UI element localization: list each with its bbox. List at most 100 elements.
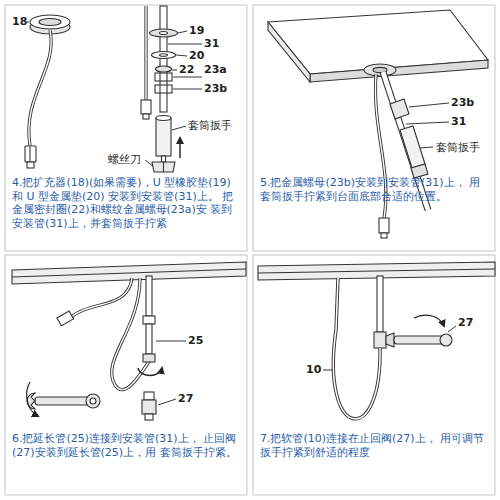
illustration-line <box>409 103 449 107</box>
illustration-path <box>386 333 394 347</box>
panel-1-art <box>25 6 178 172</box>
illustration-path <box>112 278 150 390</box>
callout-number: 10 <box>306 363 321 377</box>
illustration-ellipse <box>30 15 70 29</box>
illustration-ellipse <box>150 29 178 37</box>
illustration-ellipse <box>152 52 176 59</box>
panel-3-art <box>12 262 246 420</box>
illustration-path <box>29 30 51 146</box>
illustration-line <box>166 73 167 81</box>
illustration-rect <box>155 73 172 81</box>
illustration-line <box>156 341 186 342</box>
illustration-rect <box>146 324 152 354</box>
illustration-line <box>323 370 333 371</box>
panel-4-leaders <box>323 326 456 370</box>
illustration-path <box>144 6 147 100</box>
illustration-rect <box>142 400 156 414</box>
panel-2-art <box>268 10 488 238</box>
illustration-rect <box>25 146 36 162</box>
illustration-line <box>173 89 202 90</box>
illustration-line <box>158 399 176 405</box>
illustration-polygon <box>310 60 488 82</box>
illustration-path <box>333 278 380 419</box>
illustration-path <box>152 162 175 172</box>
illustration-line <box>420 147 433 148</box>
illustration-line <box>406 122 449 124</box>
illustration-line <box>168 44 202 45</box>
illustration-path <box>112 278 150 390</box>
illustration-rect <box>253 5 495 251</box>
illustration-ellipse <box>156 66 172 72</box>
callout-number: 23b <box>451 96 474 110</box>
illustration-rect <box>381 233 387 238</box>
illustration-rect <box>155 85 172 93</box>
illustration-ellipse <box>156 116 171 121</box>
illustration-rect <box>377 276 383 332</box>
callout-number: 22 <box>179 63 194 77</box>
illustration-rect <box>143 354 155 362</box>
illustration-ellipse <box>39 19 61 26</box>
illustration-line <box>159 85 160 93</box>
illustration-polygon <box>390 99 409 119</box>
illustration-rect <box>253 255 495 495</box>
panel-1-leaders <box>27 22 202 166</box>
illustration-path <box>70 278 132 318</box>
panel-frames <box>5 5 495 495</box>
illustration-line <box>176 55 187 56</box>
illustration-rect <box>145 414 153 420</box>
illustration-path <box>414 315 444 326</box>
illustration-rect <box>156 118 171 156</box>
step-caption: 4.把扩充器(18)(如果需要)，U 型橡胶垫(19) 和 U 型金属垫(20)… <box>12 176 242 230</box>
illustration-line <box>179 138 180 158</box>
illustration-polygon <box>268 22 310 82</box>
illustration-circle <box>440 334 452 346</box>
illustration-path <box>383 72 428 210</box>
illustration-rect <box>57 311 74 326</box>
step-caption: 6.把延长管(25)连接到安装管(31)上， 止回阀(27)安装到延长管(25)… <box>12 432 242 459</box>
illustration-line <box>166 85 167 93</box>
illustration-polygon <box>12 262 246 284</box>
illustration-path <box>333 278 380 419</box>
illustration-line <box>448 326 456 332</box>
callout-number: 18 <box>12 15 27 29</box>
illustration-rect <box>143 114 149 119</box>
illustration-path <box>138 368 162 376</box>
illustration-rect <box>374 332 386 348</box>
illustration-rect <box>146 276 152 316</box>
illustration-line <box>29 147 30 161</box>
callout-number: 23b <box>204 82 227 96</box>
panel-4-art <box>258 262 495 419</box>
illustration-rect <box>5 255 247 495</box>
illustration-line <box>173 77 202 78</box>
step-caption: 5.把金属螺母(23b)安装到安装管(31)上， 用套筒扳手拧紧到台面底部合适的… <box>260 176 490 203</box>
callout-number: 23a <box>204 63 227 77</box>
part-label: 套筒扳手 <box>188 119 232 133</box>
illustration-line <box>172 70 177 71</box>
callout-number: 31 <box>204 37 219 51</box>
illustration-line <box>178 31 187 33</box>
illustration-path <box>27 382 38 416</box>
callout-number: 25 <box>188 334 203 348</box>
callout-number: 27 <box>458 316 473 330</box>
illustration-line <box>145 160 153 166</box>
illustration-path <box>145 6 146 100</box>
part-label: 套筒扳手 <box>436 141 480 155</box>
illustration-circle <box>86 394 100 408</box>
illustration-line <box>12 269 246 277</box>
part-label: 螺丝刀 <box>108 153 141 167</box>
step-caption: 7.把软管(10)连接在止回阀(27)上， 用可调节扳手拧紧到舒适的程度 <box>260 432 490 459</box>
illustration-ellipse <box>364 64 396 76</box>
illustration-circle <box>90 398 96 404</box>
illustration-polygon <box>411 164 428 178</box>
illustration-line <box>258 269 495 273</box>
illustration-rect <box>35 397 93 405</box>
illustration-rect <box>162 156 166 162</box>
illustration-ellipse <box>160 54 168 57</box>
illustration-rect <box>5 5 247 251</box>
callout-number: 31 <box>451 115 466 129</box>
illustration-ellipse <box>160 32 168 35</box>
illustration-rect <box>144 392 154 400</box>
illustration-rect <box>143 316 155 324</box>
illustration-path <box>29 30 51 146</box>
